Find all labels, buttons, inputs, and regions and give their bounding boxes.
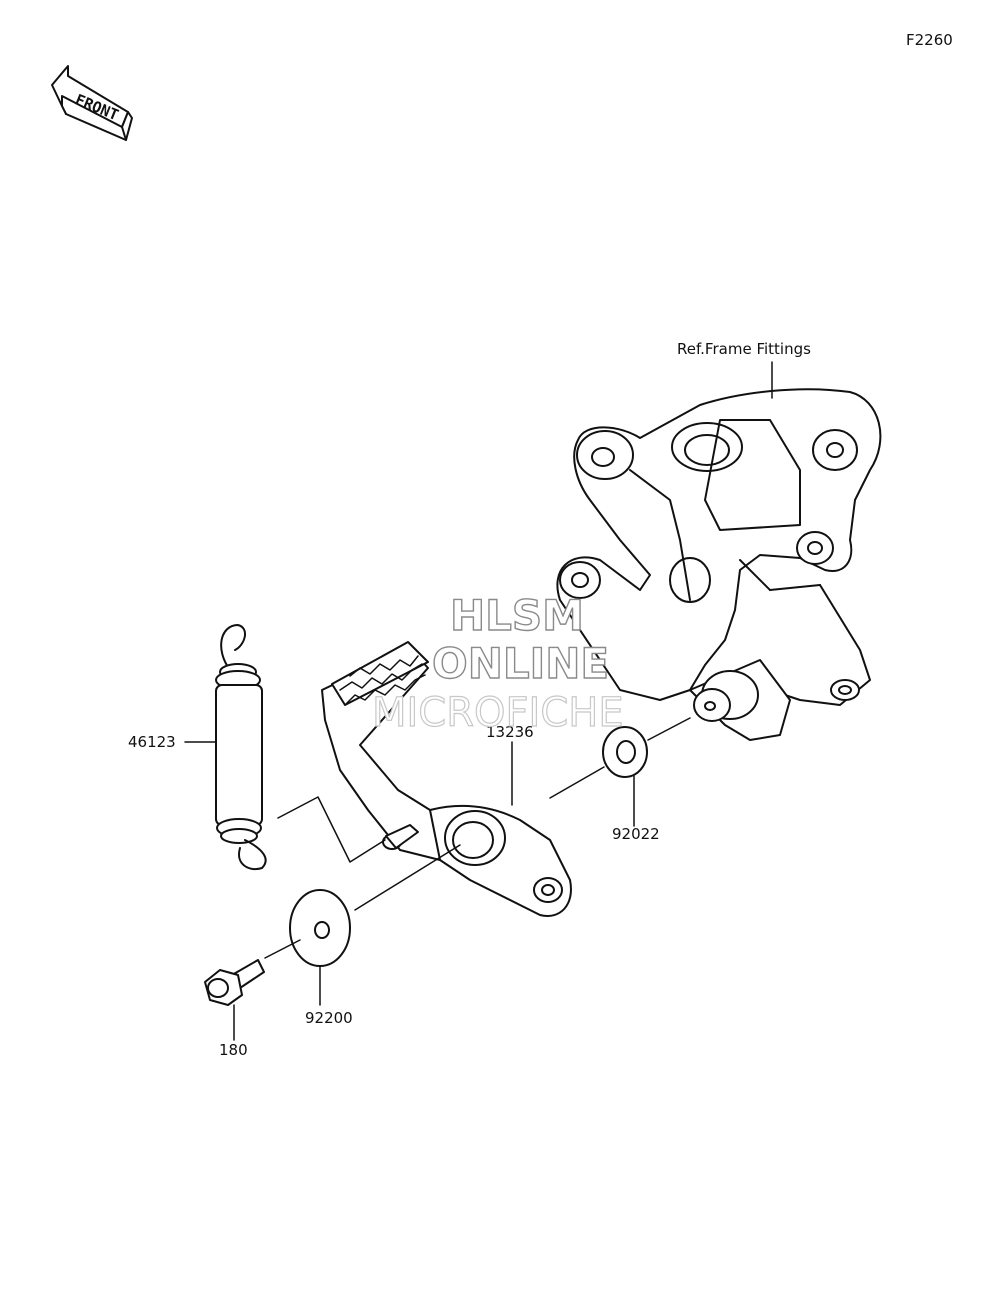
return-spring <box>215 624 267 870</box>
watermark-line3: MICROFICHE <box>371 690 624 736</box>
watermark-line1: HLSM <box>449 591 584 640</box>
frame-fitting-bracket <box>556 388 882 741</box>
part-number-180[interactable]: 180 <box>219 1041 248 1059</box>
part-number-46123[interactable]: 46123 <box>128 733 176 751</box>
watermark-line2: ONLINE <box>431 639 610 688</box>
leader-lines <box>184 361 773 1041</box>
reference-note: Ref.Frame Fittings <box>677 340 811 358</box>
washer-92022 <box>602 726 648 778</box>
part-number-92022[interactable]: 92022 <box>612 825 660 843</box>
brake-pedal <box>321 641 572 917</box>
bolt-180 <box>204 959 265 1006</box>
diagram-code: F2260 <box>906 31 953 49</box>
part-number-92200[interactable]: 92200 <box>305 1009 353 1027</box>
front-arrow-icon <box>51 65 133 141</box>
part-number-13236[interactable]: 13236 <box>486 723 534 741</box>
washer-92200 <box>289 889 351 967</box>
